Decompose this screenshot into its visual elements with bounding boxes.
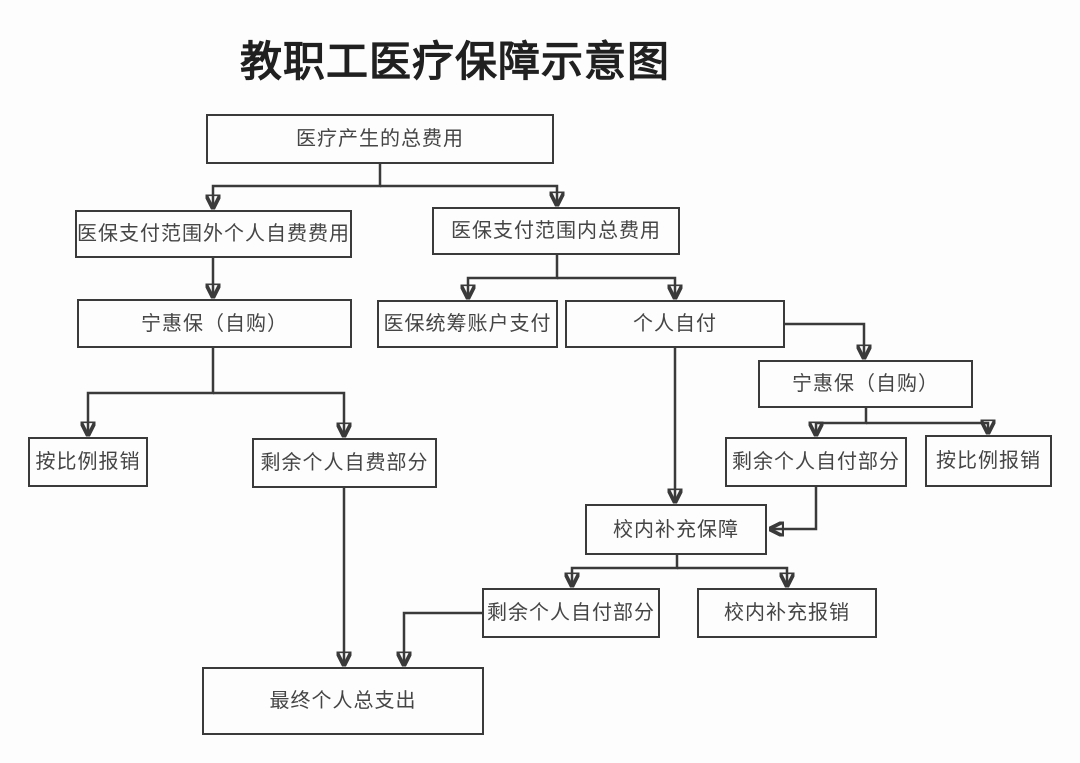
node-personal-pay: 个人自付: [565, 300, 785, 348]
connector-campus-supplement-to-campus-reimburse: [677, 566, 787, 585]
node-final-personal-total: 最终个人总支出: [202, 667, 484, 735]
node-outside-scope-self-fee: 医保支付范围外个人自费费用: [75, 210, 352, 258]
connector-ninghuibao-right-to-remaining-self-pay-right: [816, 408, 868, 434]
connector-remaining-self-pay-right-to-campus-supplement: [771, 487, 818, 529]
node-proportional-reimburse-left: 按比例报销: [28, 437, 148, 487]
node-remaining-self-fee: 剩余个人自费部分: [252, 438, 437, 488]
connector-total-to-inside: [380, 184, 557, 204]
node-remaining-self-pay-bottom: 剩余个人自付部分: [482, 588, 660, 638]
node-campus-reimburse: 校内补充报销: [697, 588, 877, 638]
connector-personal-to-ninghuibao-right: [785, 322, 864, 357]
node-proportional-reimburse-right: 按比例报销: [925, 435, 1052, 487]
node-pooled-account-pay: 医保统筹账户支付: [377, 300, 558, 348]
node-ninghuibao-right: 宁惠保（自购）: [758, 360, 973, 408]
node-remaining-self-pay-right: 剩余个人自付部分: [725, 437, 907, 487]
connector-inside-to-personal: [557, 276, 675, 297]
connector-ninghuibao-right-to-proportional-right: [866, 423, 988, 432]
connector-remaining-self-pay-bottom-to-final: [404, 611, 482, 664]
connector-campus-supplement-to-remaining-self-pay-bottom: [572, 555, 679, 585]
node-ninghuibao-left: 宁惠保（自购）: [77, 299, 352, 348]
connector-ninghuibao-left-to-remaining-self-fee: [213, 391, 344, 435]
node-campus-supplement: 校内补充保障: [585, 504, 767, 555]
connector-total-to-outside: [213, 164, 382, 207]
connector-ninghuibao-left-to-proportional-left: [88, 348, 215, 434]
connector-inside-to-pooled: [468, 255, 559, 297]
node-total-medical-cost: 医疗产生的总费用: [206, 114, 554, 164]
diagram-title: 教职工医疗保障示意图: [239, 38, 670, 85]
node-inside-scope-total: 医保支付范围内总费用: [432, 207, 680, 255]
